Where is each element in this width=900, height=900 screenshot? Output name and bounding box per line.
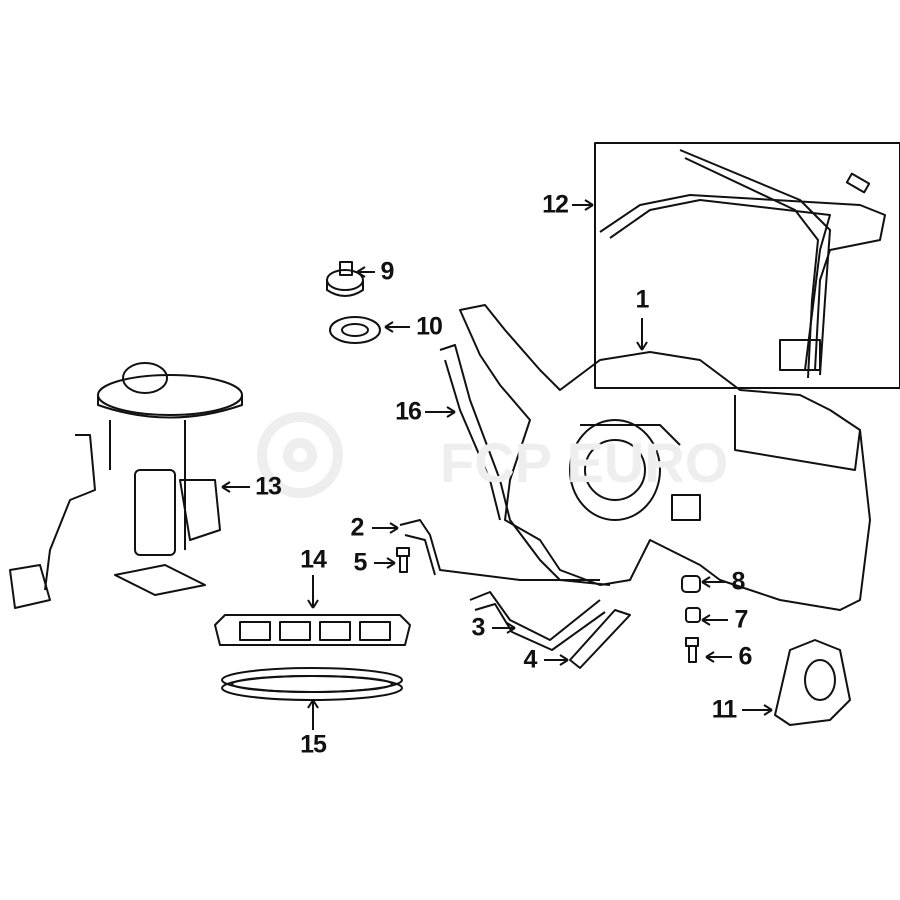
watermark-logo-icon <box>257 412 343 498</box>
callout-15: 15 <box>300 730 327 759</box>
part-10-seal <box>329 316 381 344</box>
callout-4: 4 <box>523 645 538 674</box>
callout-9: 9 <box>380 257 395 286</box>
part-15-gasket <box>221 667 403 701</box>
part-9-cap <box>326 261 364 297</box>
callout-13: 13 <box>255 472 282 501</box>
part-4-pad <box>569 609 631 669</box>
part-7-nut <box>685 607 701 623</box>
callout-7: 7 <box>734 605 749 634</box>
part-6-bolt <box>685 637 699 663</box>
part-14-lock-ring <box>214 614 411 646</box>
part-2-strap <box>399 519 600 581</box>
callout-2: 2 <box>350 513 365 542</box>
callout-11: 11 <box>711 695 737 724</box>
callout-14: 14 <box>300 545 327 574</box>
callout-10: 10 <box>416 312 443 341</box>
callout-5: 5 <box>353 548 368 577</box>
watermark-logo: FCP EURO <box>440 431 729 494</box>
part-8-grommet <box>681 575 701 593</box>
callout-16: 16 <box>395 397 422 426</box>
callout-3: 3 <box>471 613 486 642</box>
callout-1: 1 <box>635 285 650 314</box>
part-16-strap <box>439 344 611 586</box>
part-3-strap <box>469 591 606 651</box>
callout-8: 8 <box>731 567 746 596</box>
callout-arrows <box>221 199 773 730</box>
part-1-fuel-tank <box>459 304 871 611</box>
part-13-fuel-pump <box>9 362 243 609</box>
part-12-fuel-lines <box>594 142 900 389</box>
part-11-valve <box>774 639 851 726</box>
part-5-bolt <box>396 547 410 573</box>
callout-6: 6 <box>738 642 753 671</box>
callout-12: 12 <box>542 190 569 219</box>
